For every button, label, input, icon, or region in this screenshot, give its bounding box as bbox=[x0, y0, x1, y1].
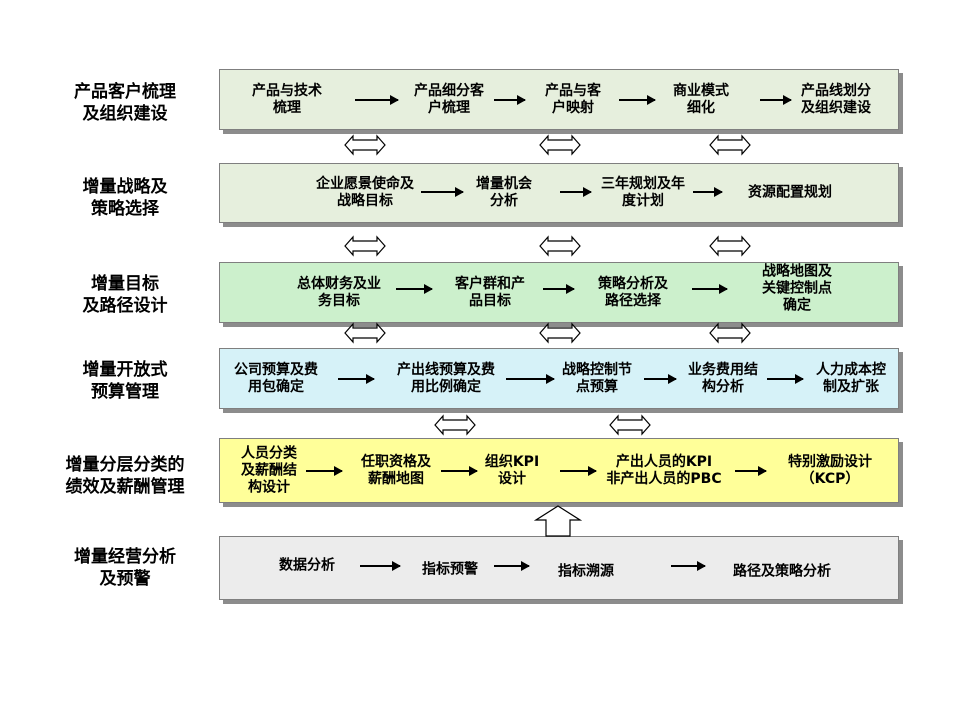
step-4-2: 产出线预算及费 用比例确定 bbox=[397, 361, 495, 395]
step-3-4: 战略地图及 关键控制点 确定 bbox=[762, 263, 832, 313]
step-2-2: 增量机会 分析 bbox=[476, 176, 532, 209]
flow-arrow-2-1 bbox=[421, 187, 464, 197]
step-1-5: 产品线划分 及组织建设 bbox=[801, 82, 871, 116]
up-arrow-connector bbox=[534, 505, 582, 537]
flow-arrow-2-3 bbox=[693, 187, 723, 197]
double-arrow-connector bbox=[539, 134, 581, 156]
step-6-3: 指标溯源 bbox=[558, 563, 614, 580]
step-5-2: 任职资格及 薪酬地图 bbox=[361, 453, 431, 487]
double-arrow-connector bbox=[709, 134, 751, 156]
stage-label-4: 增量开放式 预算管理 bbox=[82, 360, 168, 402]
step-2-1: 企业愿景使命及 战略目标 bbox=[316, 176, 414, 209]
stage-box-6 bbox=[219, 536, 899, 600]
double-arrow-connector bbox=[344, 235, 386, 257]
stage-box-2 bbox=[219, 163, 899, 223]
flow-arrow-5-3 bbox=[560, 465, 597, 476]
step-6-1: 数据分析 bbox=[279, 557, 335, 574]
stage-label-5: 增量分层分类的 绩效及薪酬管理 bbox=[65, 455, 185, 497]
flow-arrow-6-2 bbox=[494, 561, 530, 571]
flow-arrow-6-3 bbox=[671, 561, 706, 571]
step-4-5: 人力成本控 制及扩张 bbox=[816, 361, 886, 395]
step-5-4: 产出人员的KPI 非产出人员的PBC bbox=[606, 453, 722, 487]
flow-arrow-5-1 bbox=[306, 465, 343, 476]
step-6-2: 指标预警 bbox=[422, 561, 478, 578]
step-5-3: 组织KPI 设计 bbox=[484, 453, 540, 487]
step-2-4: 资源配置规划 bbox=[748, 184, 832, 201]
double-arrow-connector bbox=[434, 414, 476, 436]
flow-arrow-5-4 bbox=[735, 465, 767, 476]
step-1-1: 产品与技术 梳理 bbox=[252, 82, 322, 116]
step-3-1: 总体财务及业 务目标 bbox=[297, 275, 381, 309]
step-4-1: 公司预算及费 用包确定 bbox=[234, 361, 318, 395]
step-3-3: 策略分析及 路径选择 bbox=[598, 275, 668, 309]
double-arrow-connector bbox=[344, 134, 386, 156]
flow-arrow-5-2 bbox=[441, 465, 478, 476]
flow-arrow-1-3 bbox=[619, 94, 656, 105]
flow-arrow-4-3 bbox=[644, 373, 677, 384]
double-arrow-connector bbox=[609, 414, 651, 436]
step-5-1: 人员分类 及薪酬结 构设计 bbox=[241, 445, 297, 495]
flow-arrow-1-1 bbox=[355, 94, 399, 105]
step-2-3: 三年规划及年 度计划 bbox=[601, 176, 685, 209]
stage-label-6: 增量经营分析 及预警 bbox=[74, 547, 176, 589]
flow-arrow-4-2 bbox=[506, 373, 555, 384]
step-6-4: 路径及策略分析 bbox=[733, 563, 831, 580]
flow-arrow-1-4 bbox=[760, 94, 792, 105]
flow-arrow-6-1 bbox=[360, 561, 401, 571]
stage-label-3: 增量目标 及路径设计 bbox=[82, 274, 168, 316]
double-arrow-connector bbox=[709, 322, 751, 344]
step-5-5: 特别激励设计 （KCP） bbox=[788, 453, 872, 487]
double-arrow-connector bbox=[709, 235, 751, 257]
step-1-3: 产品与客 户映射 bbox=[545, 82, 601, 116]
step-4-3: 战略控制节 点预算 bbox=[562, 361, 632, 395]
stage-label-1: 产品客户梳理 及组织建设 bbox=[74, 82, 176, 124]
flow-arrow-3-2 bbox=[543, 283, 575, 294]
flow-arrow-3-3 bbox=[692, 283, 728, 294]
flow-arrow-4-4 bbox=[767, 373, 804, 384]
flow-arrow-2-2 bbox=[560, 187, 592, 197]
stage-box-3 bbox=[219, 262, 899, 323]
flow-arrow-4-1 bbox=[338, 373, 375, 384]
flow-arrow-1-2 bbox=[494, 94, 526, 105]
step-1-4: 商业模式 细化 bbox=[673, 82, 729, 116]
step-1-2: 产品细分客 户梳理 bbox=[414, 82, 484, 116]
step-3-2: 客户群和产 品目标 bbox=[455, 275, 525, 309]
double-arrow-connector bbox=[344, 322, 386, 344]
flow-arrow-3-1 bbox=[396, 283, 433, 294]
double-arrow-connector bbox=[539, 235, 581, 257]
stage-label-2: 增量战略及 策略选择 bbox=[82, 177, 168, 219]
double-arrow-connector bbox=[539, 322, 581, 344]
step-4-4: 业务费用结 构分析 bbox=[688, 361, 758, 395]
